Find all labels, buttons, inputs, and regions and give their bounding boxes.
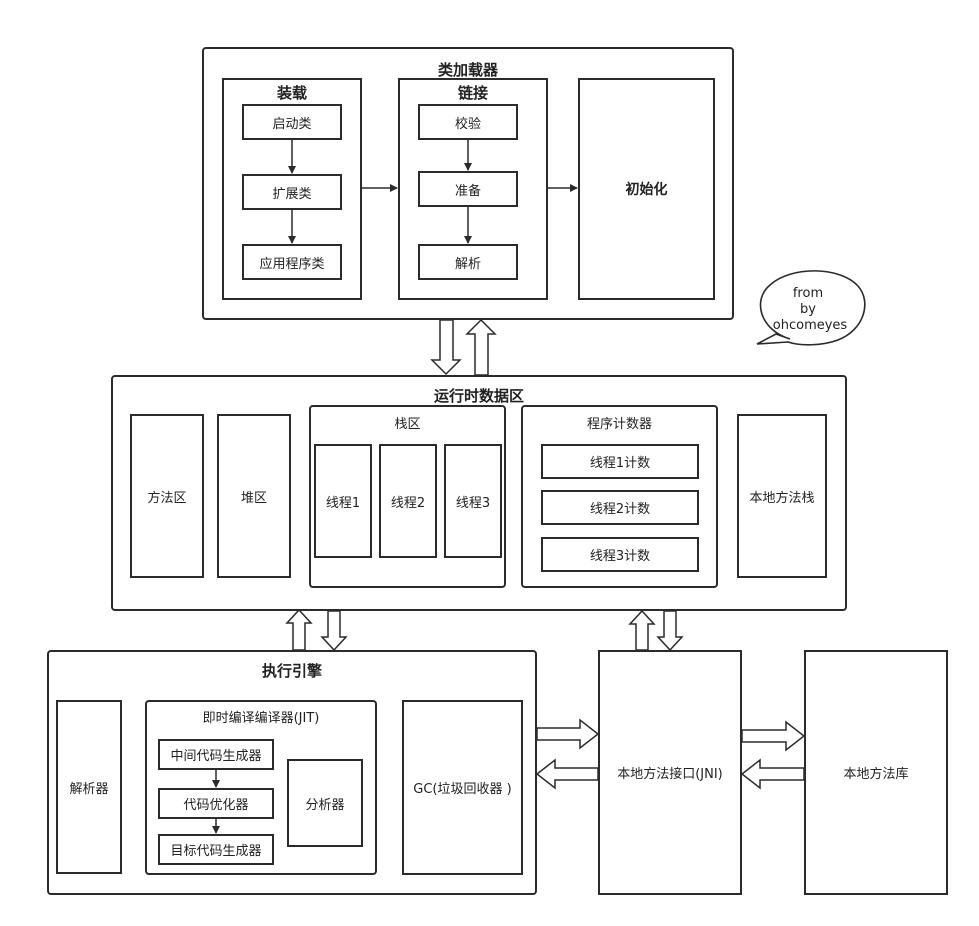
- linking-title: 链接: [457, 84, 488, 102]
- pc-thread-1: 线程1计数: [541, 444, 699, 479]
- bootstrap-class-box: 启动类: [242, 104, 342, 140]
- interpreter-box: 解析器: [56, 700, 122, 874]
- hollow-arrow-jni-to-runtime: [628, 609, 656, 651]
- intermediate-code-generator-box: 中间代码生成器: [158, 739, 274, 770]
- prepare-box: 准备: [418, 171, 518, 207]
- hollow-arrow-jni-to-engine: [535, 758, 599, 790]
- resolve-box: 解析: [418, 244, 518, 280]
- runtime-data-area-title: 运行时数据区: [433, 387, 524, 405]
- execution-engine-title: 执行引擎: [261, 662, 322, 680]
- hollow-arrow-loader-to-runtime: [430, 319, 462, 376]
- stack-thread-2: 线程2: [379, 444, 437, 558]
- hollow-arrow-engine-to-jni: [536, 718, 600, 750]
- native-method-stack-box: 本地方法栈: [737, 414, 827, 578]
- hollow-arrow-jni-to-native-lib: [741, 720, 806, 752]
- native-library-box: 本地方法库: [804, 650, 948, 895]
- verify-box: 校验: [418, 104, 518, 140]
- note-line-3: ohcomeyes: [772, 317, 848, 333]
- program-counter-title: 程序计数器: [586, 417, 652, 432]
- stack-thread-3: 线程3: [444, 444, 502, 558]
- application-class-box: 应用程序类: [242, 244, 342, 280]
- class-loader-title: 类加载器: [437, 61, 498, 79]
- hollow-arrow-native-lib-to-jni: [740, 758, 805, 790]
- loading-title: 装载: [276, 84, 307, 102]
- hollow-arrow-runtime-to-loader: [465, 318, 497, 376]
- extension-class-box: 扩展类: [242, 174, 342, 210]
- jit-title: 即时编译编译器(JIT): [202, 711, 320, 726]
- initialization-box: 初始化: [578, 78, 715, 300]
- profiler-box: 分析器: [287, 759, 363, 847]
- pc-thread-3: 线程3计数: [541, 537, 699, 572]
- heap-box: 堆区: [217, 414, 291, 578]
- note-line-1: from: [792, 285, 824, 301]
- hollow-arrow-engine-to-runtime: [285, 608, 313, 651]
- method-area-box: 方法区: [130, 414, 204, 578]
- pc-thread-2: 线程2计数: [541, 490, 699, 525]
- target-code-generator-box: 目标代码生成器: [158, 834, 274, 865]
- stack-area-title: 栈区: [394, 417, 421, 432]
- code-optimizer-box: 代码优化器: [158, 788, 274, 819]
- hollow-arrow-runtime-to-jni: [656, 610, 684, 652]
- gc-box: GC(垃圾回收器 ): [402, 700, 523, 875]
- hollow-arrow-runtime-to-engine: [320, 610, 348, 652]
- stack-thread-1: 线程1: [314, 444, 372, 558]
- note-line-2: by: [800, 301, 816, 317]
